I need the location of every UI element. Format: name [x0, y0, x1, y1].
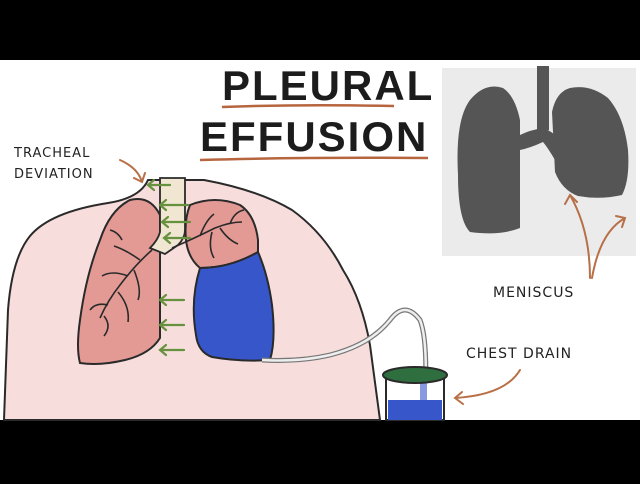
left-lung	[77, 198, 161, 365]
deviation-label: DEVIATION	[14, 167, 94, 182]
meniscus-label: MENISCUS	[493, 285, 575, 301]
deviation-arrows	[146, 178, 192, 357]
pleural-fluid	[192, 250, 275, 362]
chest-drain-label-arrow	[453, 369, 521, 405]
chest-drain-bottle	[382, 366, 448, 421]
title-underline-1	[221, 103, 395, 109]
title-line-1: PLEURAL	[222, 62, 435, 109]
title-underline-2	[199, 156, 429, 162]
chest-drain-label: CHEST DRAIN	[466, 346, 573, 362]
bronchial-tree-left	[89, 229, 153, 337]
title-line-2: EFFUSION	[200, 113, 429, 160]
trachea	[148, 177, 186, 256]
letterbox-top	[0, 0, 640, 60]
tracheal-label: TRACHEAL	[14, 146, 91, 161]
bronchial-tree-right	[171, 209, 245, 259]
tracheal-label-arrow	[119, 159, 146, 184]
letterbox-bottom	[0, 420, 640, 480]
xray-lungs	[457, 66, 629, 234]
meniscus-arrows	[564, 193, 627, 279]
